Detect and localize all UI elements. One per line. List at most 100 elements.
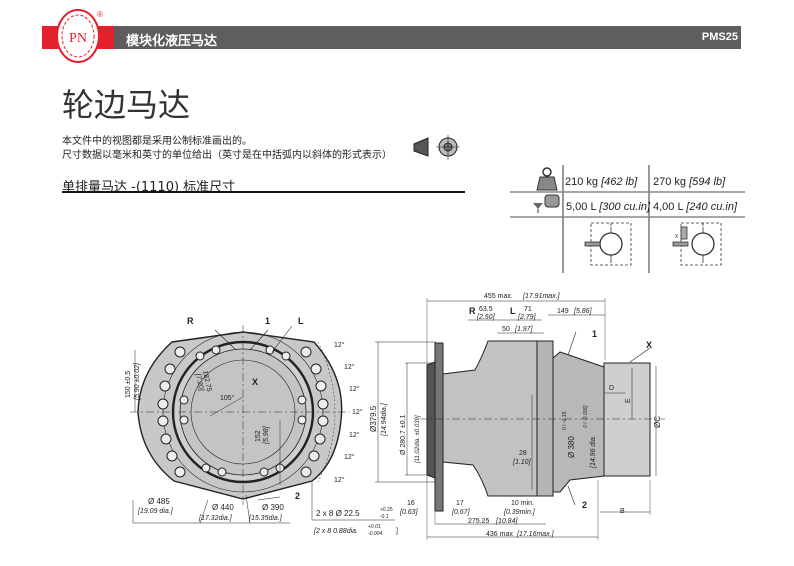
label-side-view-d380-in-tol: 0 / -0.006]	[583, 405, 589, 428]
label-front-view-holes-in-tol-up: +0.01	[368, 524, 381, 530]
label-front-view-h152-in: [5.98]	[263, 425, 270, 445]
front-view-drawing	[130, 325, 395, 524]
label-side-view-l149: 149	[557, 308, 569, 315]
label-side-view-l17: 17	[456, 500, 464, 507]
label-side-view-l455-in: [17.91max.]	[522, 293, 561, 300]
label-front-view-holes: 2 x 8 Ø 22.5	[316, 509, 360, 518]
label-header-logo-text: PN	[69, 31, 87, 46]
label-side-view-l27525-in: [10.84]	[495, 518, 518, 525]
label-front-view-d485: Ø 485	[148, 497, 170, 506]
label-side-view-r: R	[469, 306, 476, 316]
oil-volume-2: 4,00 L [240 cu.in]	[653, 201, 737, 213]
label-side-view-l: L	[510, 306, 516, 316]
label-side-view-c: ØC	[653, 416, 662, 428]
page-title: 轮边马达	[62, 86, 191, 124]
label-specs-schematic-labels-x: X	[675, 234, 679, 240]
label-front-view-port-x: X	[252, 377, 258, 387]
label-side-view-d380-in: [14.96 dia.	[590, 435, 597, 469]
label-front-view-port-l: L	[298, 316, 304, 326]
label-side-view-b: B	[620, 508, 625, 515]
label-side-view-l10-in: [0.39min.]	[503, 509, 536, 516]
label-front-view-pitch-angles-0: 12°	[334, 341, 345, 349]
label-front-view-d485-in: [19.09 dia.]	[137, 508, 174, 515]
label-specs-oil-0-metric: 5,00 L	[566, 201, 597, 213]
label-specs-weight-0-imperial: [462 lb]	[601, 176, 638, 188]
label-specs-weight-1-metric: 270 kg	[653, 176, 687, 188]
projection-symbol-icon	[413, 135, 460, 160]
label-front-view-holes-tol-dn: -0.1	[380, 514, 389, 520]
description-line-2: 尺寸数据以毫米和英寸的单位给出（英寸是在中括弧内以斜体的形式表示）	[62, 150, 392, 161]
label-side-view-r-val: 63.5	[479, 306, 493, 313]
label-side-view-d380-tol: 0 / -0.15	[562, 411, 568, 430]
label-side-view-l50: 50	[502, 326, 510, 333]
label-front-view-pitch-angles-2: 12°	[349, 385, 360, 393]
label-side-view-d2807-in: [11.02dia. ±0.039]	[415, 415, 421, 464]
label-front-view-pitch-angles-4: 12°	[349, 431, 360, 439]
label-front-view-r1: 182.75	[201, 370, 212, 393]
label-front-view-d440: Ø 440	[212, 503, 234, 512]
hydraulic-schematic-1	[584, 222, 632, 266]
label-side-view-l28: 28	[519, 450, 527, 457]
label-front-view-d390: Ø 390	[262, 503, 284, 512]
label-front-view-pitch-angles-3: 12°	[352, 408, 363, 416]
label-side-view-l16: 16	[407, 500, 415, 507]
label-side-view-r-in: [2.50]	[476, 314, 496, 321]
label-front-view-pitch-angles-6: 12°	[334, 476, 345, 484]
label-side-view-port-2: 2	[582, 500, 587, 510]
label-front-view-port-1: 1	[265, 316, 270, 326]
label-side-view-port-1: 1	[592, 329, 597, 339]
oil-can-icon	[533, 194, 560, 213]
label-side-view-l-val: 71	[524, 306, 532, 313]
label-side-view-l50-in: [1.97]	[514, 326, 534, 333]
side-view-drawing	[375, 298, 665, 540]
label-side-view-d: D	[609, 385, 614, 392]
label-header-logo-mark: ®	[97, 10, 103, 19]
label-front-view-d440-in: [17.32dia.]	[198, 515, 233, 522]
label-front-view-port-2: 2	[295, 491, 300, 501]
label-front-view-holes-tol-up: +0.25	[380, 507, 393, 513]
label-side-view-l28-in: [1.10]	[512, 459, 532, 466]
label-front-view-h150-in: [5.90 ±0.02]	[134, 362, 141, 401]
label-side-view-d3795-in: [14.94dia.]	[381, 402, 388, 437]
weight-icon	[536, 167, 558, 191]
label-front-view-holes-in-tol-dn: -0.004	[368, 531, 382, 537]
label-front-view-d390-in: [15.35dia.]	[248, 515, 283, 522]
label-front-view-pitch-angles-5: 12°	[344, 453, 355, 461]
label-front-view-pitch-angles-1: 12°	[344, 363, 355, 371]
description-line-1: 本文件中的视图都是采用公制标准画出的。	[62, 136, 252, 147]
label-specs-oil-1-metric: 4,00 L	[653, 201, 684, 213]
label-side-view-l-in: [2.79]	[517, 314, 537, 321]
header-title: 模块化液压马达	[126, 34, 218, 49]
oil-volume-1: 5,00 L [300 cu.in]	[566, 201, 650, 213]
label-front-view-port-r: R	[187, 316, 194, 326]
pn-logo: PN ®	[56, 9, 103, 63]
label-specs-schematic-labels-r: R	[610, 222, 613, 227]
label-front-view-holes-in: [2 x 8 0.88dia.	[313, 528, 358, 535]
label-side-view-d3795: Ø379.5	[369, 405, 378, 432]
label-side-view-l436-in: [17.16max.]	[516, 531, 555, 538]
hydraulic-schematic-2	[672, 222, 722, 266]
label-side-view-port-x: X	[646, 340, 652, 350]
label-side-view-d2807: Ø 280.7 ±0.1	[400, 414, 407, 455]
label-side-view-d380: Ø 380	[567, 436, 576, 458]
label-specs-weight-0-metric: 210 kg	[565, 176, 599, 188]
label-side-view-l27525: 275.25	[468, 518, 490, 525]
label-side-view-l455: 455 max.	[484, 293, 513, 300]
label-side-view-l436: 436 max	[486, 531, 513, 538]
weight-value-2: 270 kg [594 lb]	[653, 176, 725, 188]
label-specs-oil-1-imperial: [240 cu.in]	[686, 201, 738, 213]
label-side-view-l149-in: [5.86]	[573, 308, 593, 315]
label-specs-schematic-labels-r: R	[702, 222, 705, 227]
label-front-view-r1-in: [7.20]	[194, 372, 205, 393]
section-underline	[62, 191, 465, 193]
product-code: PMS25	[701, 31, 738, 43]
label-front-view-h152: 152	[255, 430, 262, 442]
header-bar	[114, 26, 741, 49]
label-specs-weight-1-imperial: [594 lb]	[689, 176, 726, 188]
label-front-view-angle: 105°	[220, 394, 235, 402]
label-side-view-l16-in: [0.63]	[399, 509, 419, 516]
label-specs-oil-0-imperial: [300 cu.in]	[599, 201, 651, 213]
specs-table-grid: R R X	[510, 165, 745, 273]
label-side-view-l17-in: [0.67]	[451, 509, 471, 516]
